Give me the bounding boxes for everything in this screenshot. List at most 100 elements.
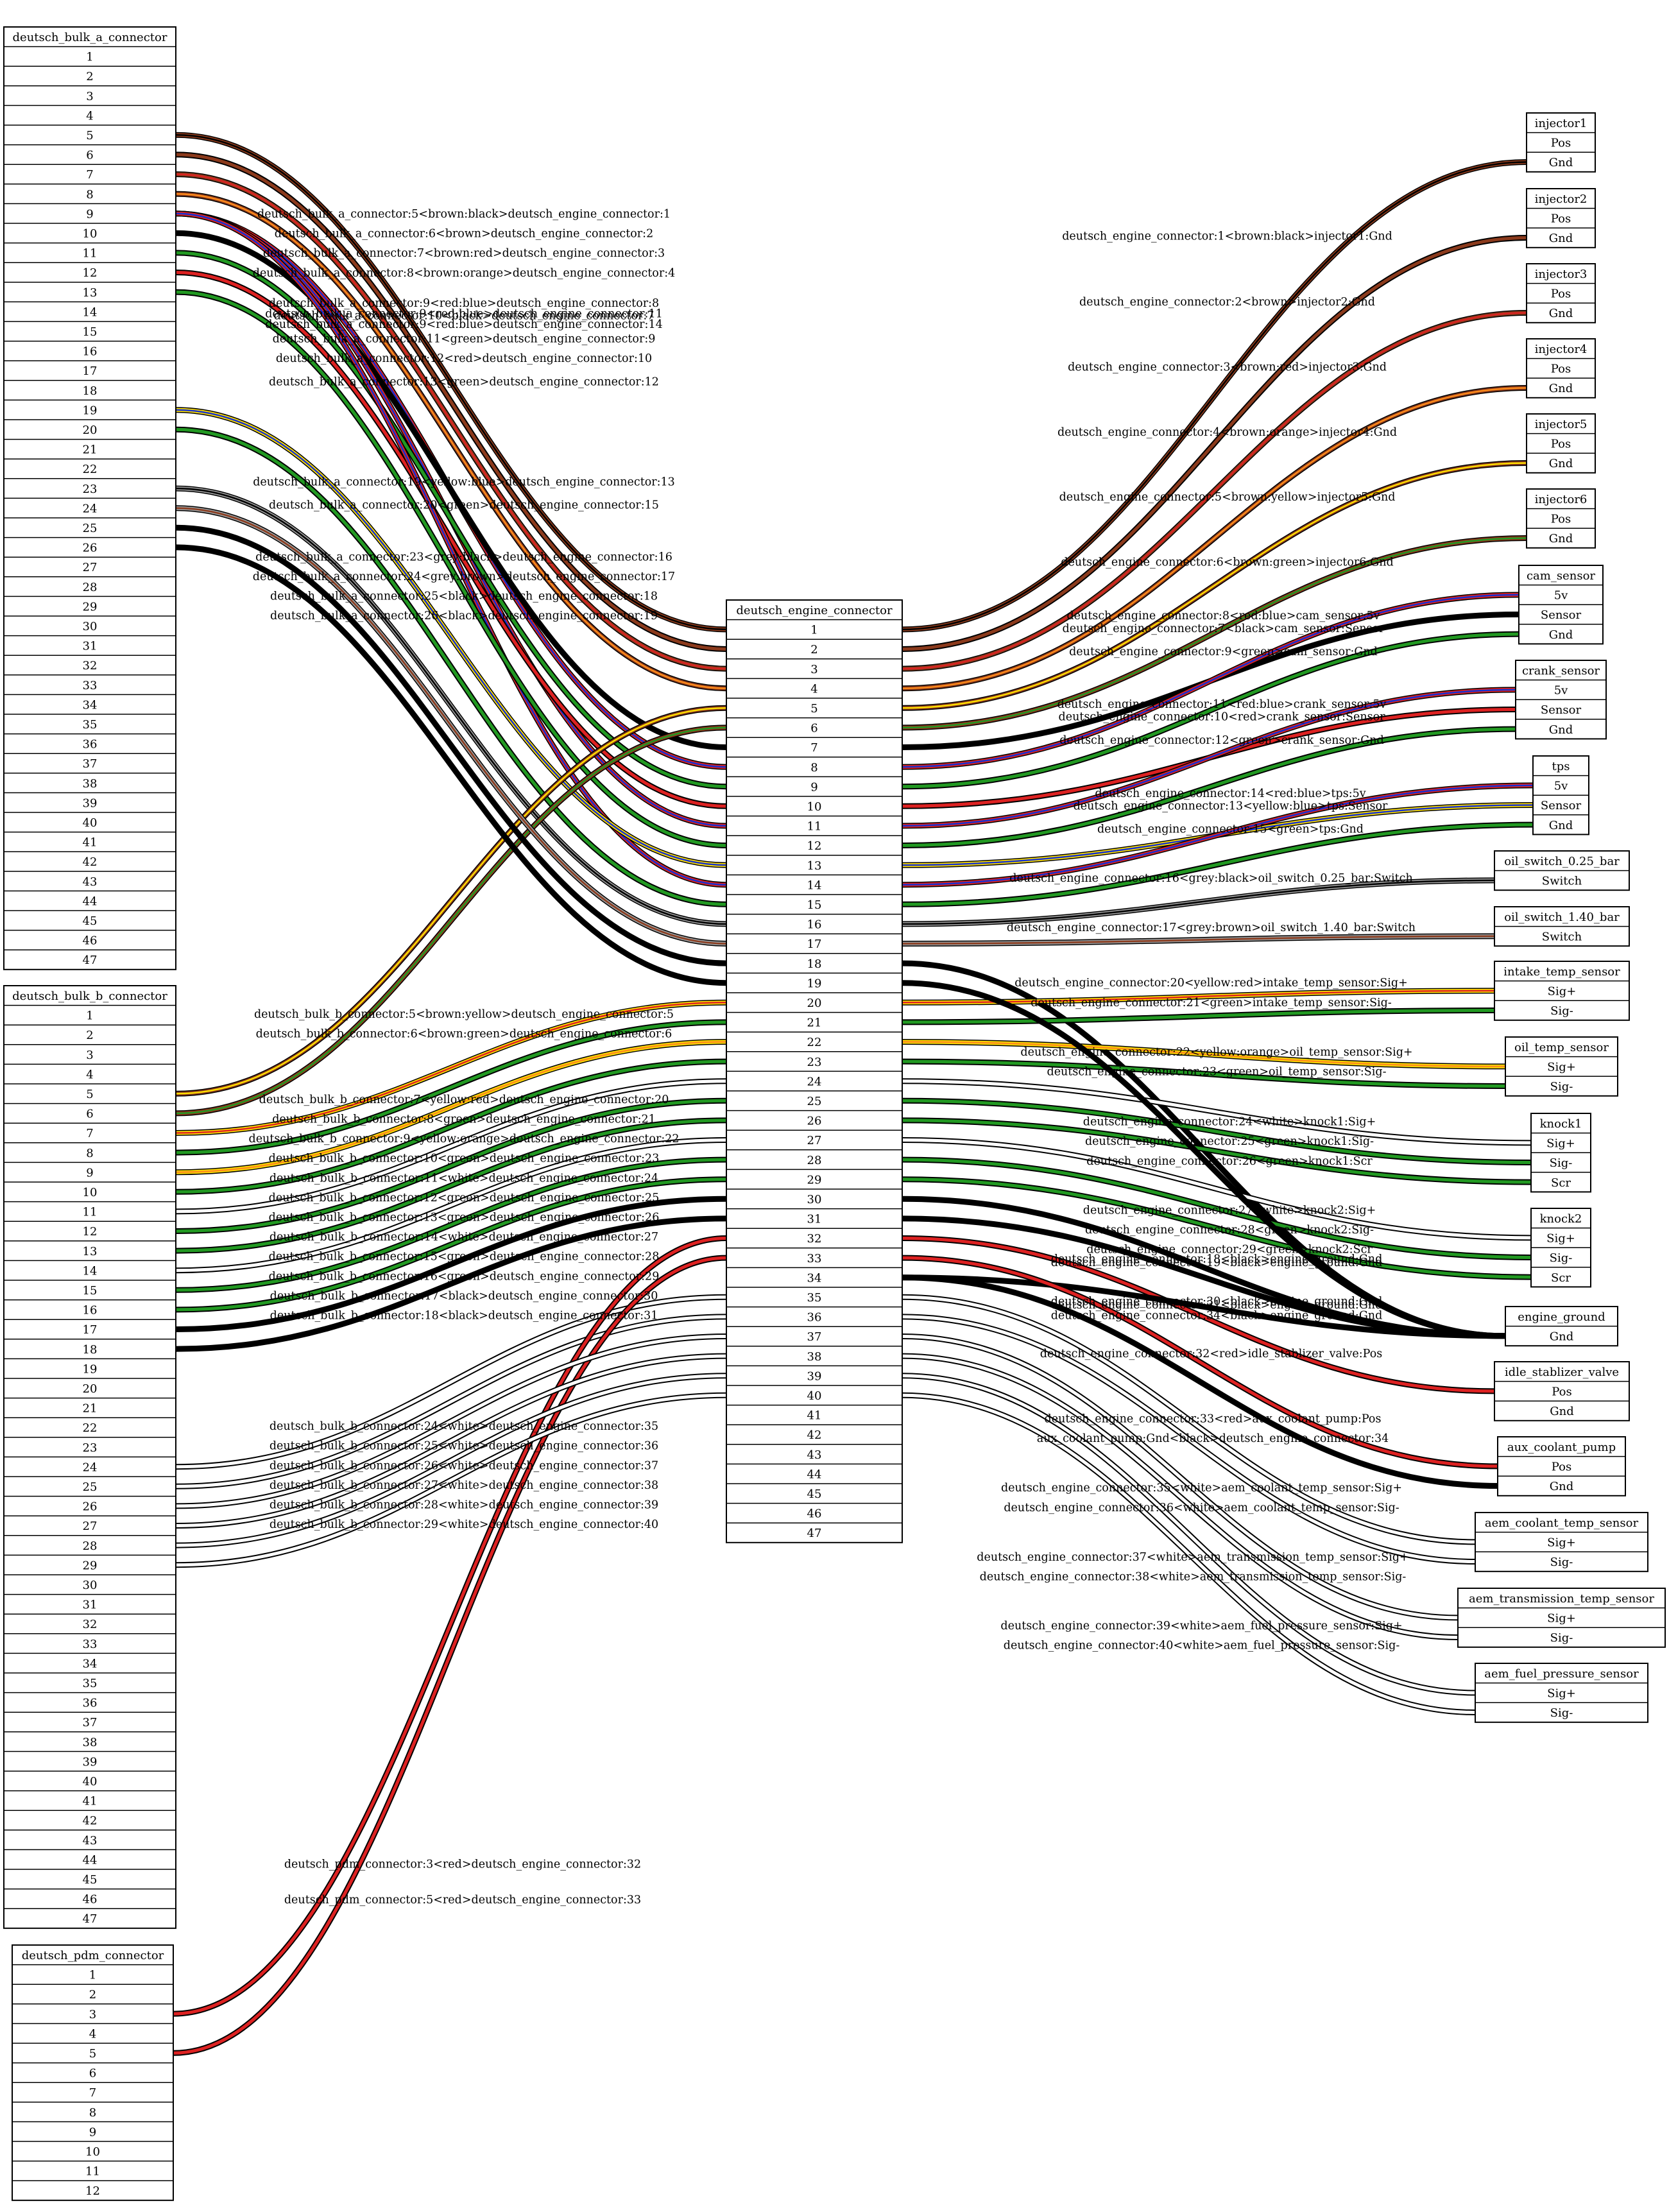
wire-core <box>902 1079 1532 1145</box>
connector-box <box>1457 1588 1666 1648</box>
wire-labels-layer: deutsch_bulk_a_connector:5<brown:black>d… <box>249 208 1416 1907</box>
wire-core <box>175 1393 727 1567</box>
wire-label: deutsch_engine_connector:27<white>knock2… <box>1083 1204 1376 1217</box>
wire <box>902 385 1527 692</box>
pin-label: Switch <box>1542 875 1582 888</box>
pin-label: 18 <box>807 957 822 971</box>
pin-label: 37 <box>83 757 98 771</box>
wire-stripe <box>902 462 1527 709</box>
connector-title: aux_coolant_pump <box>1507 1441 1616 1454</box>
wire-label: deutsch_bulk_b_connector:10<green>deutsc… <box>269 1153 660 1165</box>
wire-label: deutsch_bulk_b_connector:11<white>deutsc… <box>270 1172 658 1185</box>
connector-title: aem_coolant_temp_sensor <box>1485 1516 1639 1530</box>
wire-core <box>175 1138 727 1273</box>
wire <box>175 1373 727 1548</box>
wire-label: deutsch_pdm_connector:3<red>deutsch_engi… <box>284 1858 641 1871</box>
wire-label: deutsch_engine_connector:25<green>knock1… <box>1085 1135 1374 1148</box>
wire-label: deutsch_engine_connector:21<green>intake… <box>1031 997 1392 1009</box>
pin-label: Gnd <box>1549 382 1573 395</box>
wire-label: deutsch_engine_connector:6<brown:green>i… <box>1061 556 1393 569</box>
pin-label: 23 <box>83 483 98 496</box>
wire <box>175 230 727 750</box>
pin-label: 45 <box>83 914 98 928</box>
wire <box>902 1353 1459 1640</box>
connector-title: oil_switch_1.40_bar <box>1504 911 1620 924</box>
wire <box>175 1117 727 1254</box>
wire-label: deutsch_engine_connector:34<black>engine… <box>1051 1309 1383 1322</box>
pin-label: 33 <box>83 1638 98 1651</box>
wire-label: deutsch_bulk_b_connector:16<green>deutsc… <box>269 1270 660 1283</box>
wire <box>175 289 727 848</box>
wire <box>902 1314 1476 1565</box>
wire-stripe <box>175 173 727 670</box>
wire-stripe <box>175 1002 727 1134</box>
pin-label: Sig- <box>1550 1004 1573 1018</box>
pin-label: 35 <box>807 1291 822 1305</box>
wire <box>902 782 1534 888</box>
connector-bulk_b: deutsch_bulk_b_connector1234567891011121… <box>3 985 176 1929</box>
wire-core <box>175 1315 727 1488</box>
pin-label: 32 <box>83 659 98 673</box>
pin-label: 10 <box>83 227 98 241</box>
wire <box>175 544 727 986</box>
wire <box>902 159 1527 633</box>
wire-core <box>175 1099 727 1233</box>
wire <box>175 1353 727 1529</box>
pin-label: 41 <box>83 836 98 850</box>
pin-label: 3 <box>810 663 817 676</box>
connector-box <box>1505 1036 1618 1097</box>
wire-label: deutsch_engine_connector:24<white>knock1… <box>1083 1116 1376 1129</box>
pin-label: 8 <box>86 188 93 201</box>
pin-label: 40 <box>83 1775 98 1788</box>
pin-label: 25 <box>83 1480 98 1494</box>
wire-core <box>175 1059 727 1194</box>
connector-title: injector4 <box>1535 343 1588 356</box>
wire-core <box>175 427 727 906</box>
wire-label: deutsch_bulk_a_connector:20<green>deutsc… <box>269 499 659 512</box>
wire <box>902 1058 1506 1089</box>
connector-title: injector1 <box>1535 117 1588 130</box>
pin-label: Scr <box>1551 1271 1571 1285</box>
wire-label: deutsch_engine_connector:7<black>cam_sen… <box>1063 622 1385 635</box>
pin-label: 29 <box>83 1559 98 1572</box>
wire-core <box>175 231 727 749</box>
wire <box>175 407 727 868</box>
pin-label: 43 <box>83 1834 98 1848</box>
pin-label: 7 <box>86 168 93 182</box>
wire-label: deutsch_engine_connector:13<yellow:blue>… <box>1074 800 1388 812</box>
wire-core <box>175 1079 727 1213</box>
pin-label: Sig- <box>1550 1556 1573 1569</box>
pin-label: 13 <box>83 1245 98 1258</box>
pin-label: 46 <box>83 934 98 948</box>
pin-label: Gnd <box>1549 156 1573 169</box>
wire-label: deutsch_engine_connector:10<red>crank_se… <box>1059 711 1386 724</box>
wire-stripe <box>175 212 727 886</box>
wire-core <box>902 1119 1532 1184</box>
wire-label: deutsch_engine_connector:33<red>aux_cool… <box>1045 1412 1382 1425</box>
wire-core <box>902 632 1519 789</box>
pin-label: 6 <box>89 2067 96 2080</box>
pin-label: Gnd <box>1549 723 1573 737</box>
wire <box>902 1007 1495 1025</box>
wire <box>902 1235 1495 1394</box>
wire <box>175 1196 727 1332</box>
pin-label: 9 <box>810 780 817 794</box>
wire-core <box>902 1276 1506 1338</box>
wire <box>175 171 727 672</box>
pin-label: 20 <box>807 997 822 1010</box>
wire-label: deutsch_bulk_a_connector:23<grey:black>d… <box>255 551 672 563</box>
wire-label: deutsch_bulk_a_connector:11<green>deutsc… <box>273 333 656 346</box>
pin-label: 29 <box>807 1173 822 1187</box>
pin-label: 5 <box>86 1088 93 1101</box>
wire-label: deutsch_bulk_a_connector:7<brown:red>deu… <box>263 247 665 260</box>
wire <box>902 1274 1506 1339</box>
pin-label: 10 <box>85 2145 100 2159</box>
pin-label: 43 <box>807 1448 822 1462</box>
wire-label: deutsch_engine_connector:9<green>cam_sen… <box>1069 646 1378 658</box>
wire-label: deutsch_bulk_a_connector:8<brown:orange>… <box>253 267 675 280</box>
